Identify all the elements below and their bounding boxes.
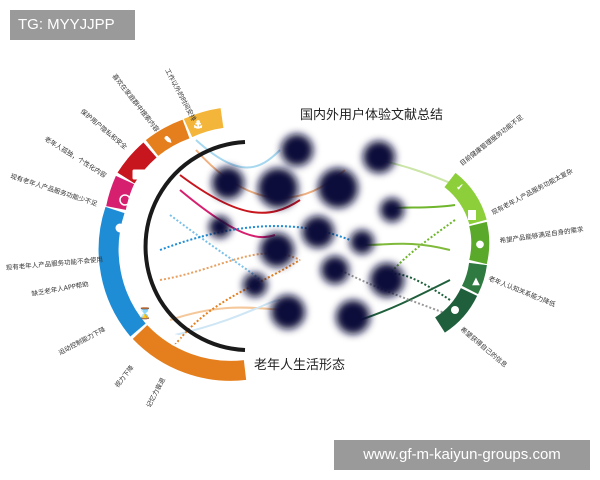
connection-line xyxy=(159,225,351,251)
medal-icon xyxy=(115,223,125,233)
graduation-icon: ▲ xyxy=(472,276,480,287)
left-label: 现有老年人产品服务功能不会使用 xyxy=(5,255,103,272)
node xyxy=(260,233,294,267)
node xyxy=(258,168,298,208)
node xyxy=(243,273,267,297)
inner-arc xyxy=(143,140,246,352)
arc-segment-light-green xyxy=(444,172,487,225)
diagram-title-top: 国内外用户体验文献总结 xyxy=(300,108,444,123)
bulb-icon: ● xyxy=(476,239,485,250)
right-icons: ✔ ● ▲ xyxy=(451,183,485,314)
left-label: 老年人孤独，个性化内容 xyxy=(43,134,109,180)
left-label: 记忆力衰退 xyxy=(144,376,167,409)
watermark-bottom: www.gf-m-kaiyun-groups.com xyxy=(334,440,590,470)
node xyxy=(380,198,404,222)
connection-line xyxy=(339,269,451,316)
node xyxy=(281,134,313,166)
connection-line xyxy=(384,272,451,301)
node xyxy=(302,216,334,248)
arc-segment-blue xyxy=(98,206,146,337)
connection-line xyxy=(169,214,261,281)
connection-line xyxy=(179,174,301,214)
left-label: 缺乏老年人APP帮助 xyxy=(31,279,90,298)
left-label: 视力下降 xyxy=(112,363,135,389)
node xyxy=(318,168,358,208)
right-label: 现有老年人产品服务功能太复杂 xyxy=(490,166,575,217)
connection-line xyxy=(364,242,451,251)
left-label: 保护用户隐私和安全 xyxy=(79,107,130,152)
connection-line xyxy=(174,259,301,346)
arc-segment-green xyxy=(469,221,490,265)
hourglass-icon: ⌛ xyxy=(138,307,152,320)
arc-segment-magenta xyxy=(106,175,135,211)
node xyxy=(336,300,370,334)
arc-segment-yellow xyxy=(183,108,224,138)
arc-segment-red xyxy=(117,142,157,184)
arc-segment-orange xyxy=(145,119,190,157)
left-label: 工作以外的时间安排 xyxy=(163,67,199,123)
node xyxy=(363,141,395,173)
brush-icon: ✎ xyxy=(164,136,172,146)
alarm-icon xyxy=(119,194,131,206)
node xyxy=(271,295,305,329)
node xyxy=(370,263,404,297)
right-label: 老年人认知关系能力降低 xyxy=(487,274,557,309)
arc-segment-mid-green xyxy=(461,262,487,295)
check-icon: ✔ xyxy=(456,183,464,193)
right-label: 希望产品能够满足自身的需求 xyxy=(499,224,584,245)
right-label: 目前健康管理服务功能不足 xyxy=(458,112,525,167)
document-icon xyxy=(468,210,476,220)
anchor-icon: ⚓ xyxy=(194,120,203,131)
book-icon xyxy=(132,169,146,180)
node xyxy=(350,230,374,254)
node xyxy=(321,256,349,284)
node xyxy=(212,167,244,199)
search-icon xyxy=(169,334,181,346)
left-icons: ⚓ ✎ ♥ ⌛ xyxy=(115,120,203,346)
right-label: 希望获得自己的信息 xyxy=(459,325,510,370)
left-arc xyxy=(98,108,247,381)
diagram-title-bottom: 老年人生活形态 xyxy=(254,358,346,373)
arc-segment-orange-bottom xyxy=(132,324,247,381)
heart-icon: ♥ xyxy=(121,263,131,276)
left-label: 运动控制能力下降 xyxy=(57,324,108,357)
watermark-top: TG: MYYJJPP xyxy=(10,10,135,40)
node xyxy=(209,216,231,238)
node-cluster xyxy=(209,134,404,334)
left-label: 现有老年人产品服务功能少不足 xyxy=(9,171,99,208)
left-label: 喜欢在家庭群中搜索内容 xyxy=(110,72,161,134)
ribbon-icon xyxy=(451,306,459,314)
right-arc xyxy=(434,172,490,333)
